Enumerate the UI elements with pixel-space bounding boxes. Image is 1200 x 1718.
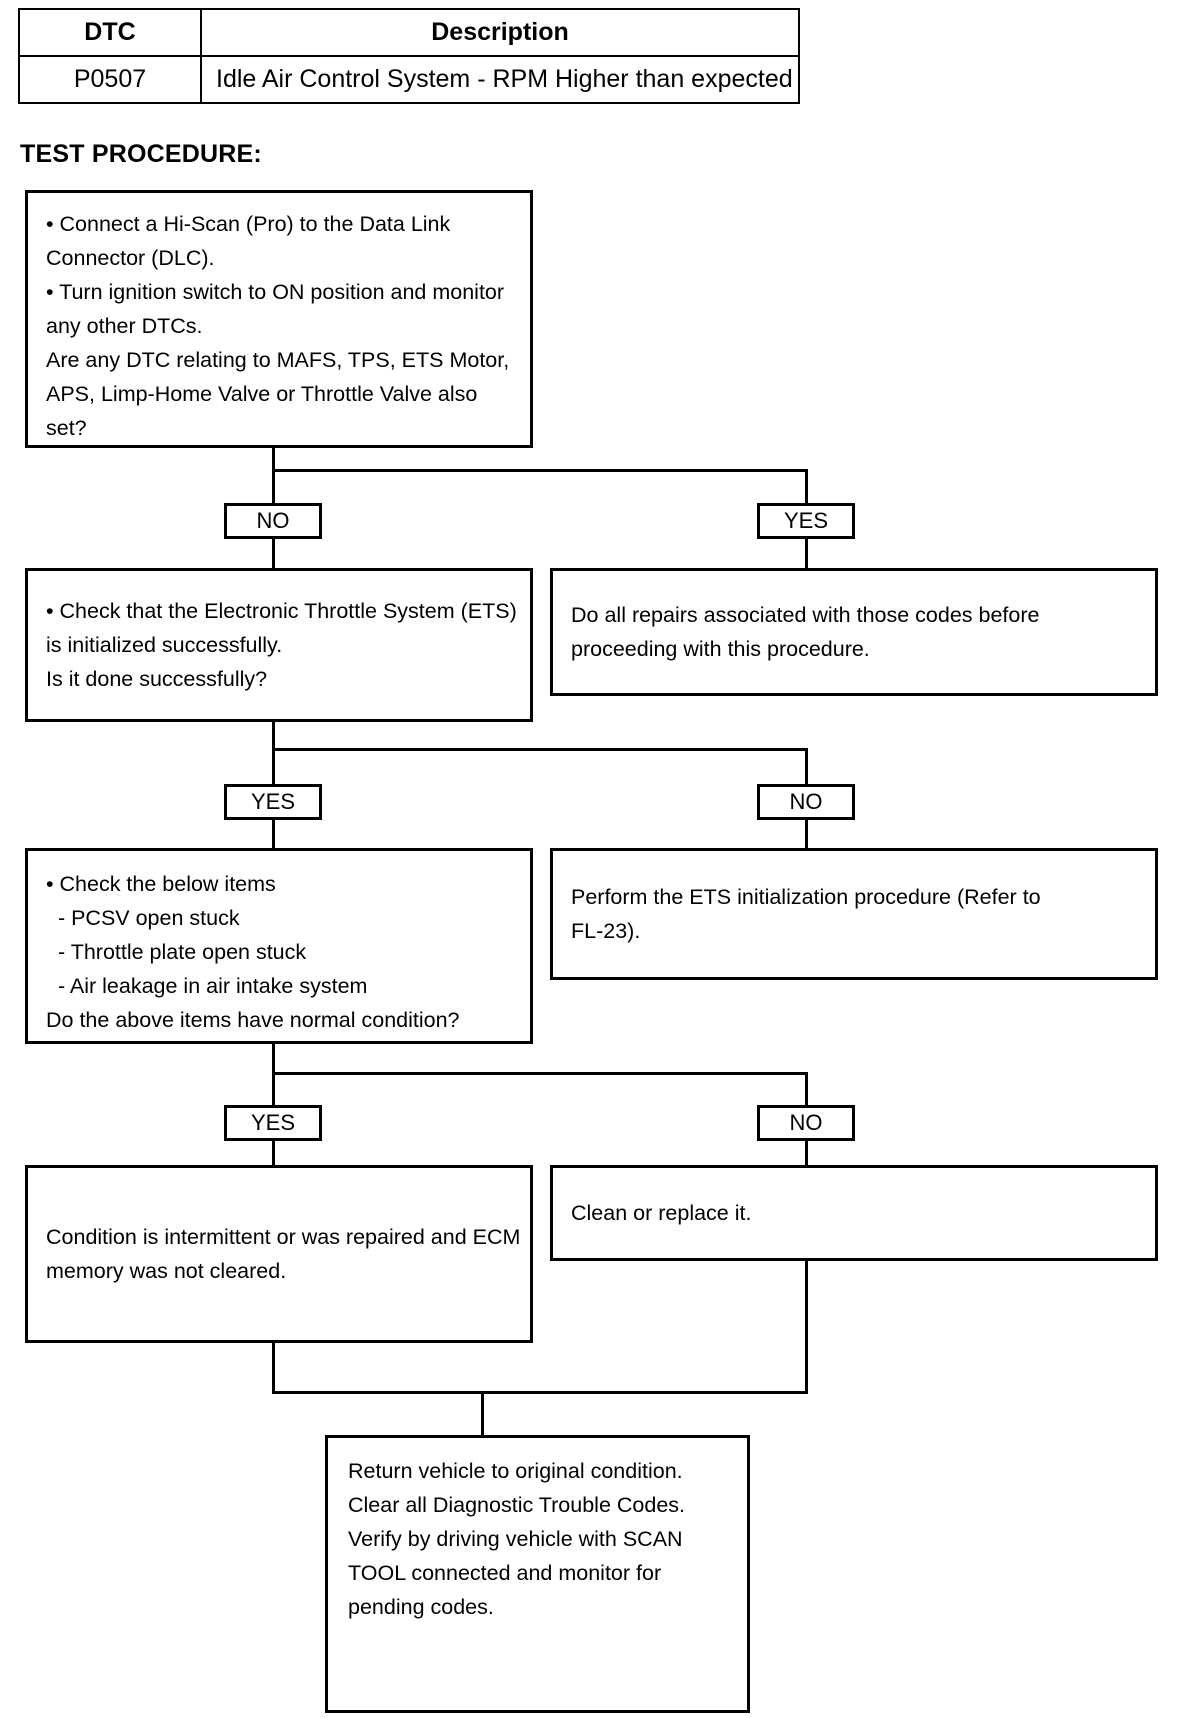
connector-line	[805, 1072, 808, 1106]
flow-line: pending codes.	[348, 1595, 494, 1619]
flow-line: - Throttle plate open stuck	[46, 940, 307, 964]
branch-label-no: NO	[224, 503, 322, 539]
flow-box-ets-initialized-check: • Check that the Electronic Throttle Sys…	[25, 568, 533, 722]
flow-line: • Check that the Electronic Throttle Sys…	[46, 599, 517, 623]
flow-line: FL-23).	[571, 919, 641, 943]
flow-line: TOOL connected and monitor for	[348, 1561, 662, 1585]
connector-line	[805, 748, 808, 784]
page-title: TEST PROCEDURE:	[20, 140, 262, 168]
flow-line: Condition is intermittent or was repaire…	[46, 1225, 521, 1249]
flow-line: Do the above items have normal condition…	[46, 1008, 460, 1032]
header-description: Description	[200, 8, 800, 57]
branch-label-yes: YES	[757, 503, 855, 539]
connector-line	[272, 1141, 275, 1167]
connector-line	[272, 1072, 275, 1106]
flow-line: • Turn ignition switch to ON position an…	[46, 280, 505, 304]
flow-line: Perform the ETS initialization procedure…	[571, 885, 1041, 909]
flow-line: proceeding with this procedure.	[571, 637, 870, 661]
connector-line	[272, 1391, 808, 1394]
connector-line	[272, 748, 808, 751]
flow-line: Are any DTC relating to MAFS, TPS, ETS M…	[46, 348, 510, 372]
flow-line: Is it done successfully?	[46, 667, 268, 691]
connector-line	[272, 448, 275, 472]
connector-line	[805, 1261, 808, 1393]
cell-dtc-description: Idle Air Control System - RPM Higher tha…	[200, 54, 800, 104]
connector-line	[481, 1391, 484, 1437]
flow-box-initial-check: • Connect a Hi-Scan (Pro) to the Data Li…	[25, 190, 533, 448]
flow-line: any other DTCs.	[46, 314, 203, 338]
flow-box-check-below-items: • Check the below items - PCSV open stuc…	[25, 848, 533, 1044]
flow-box-return-vehicle: Return vehicle to original condition. Cl…	[325, 1435, 750, 1713]
connector-line	[272, 1072, 808, 1075]
connector-line	[272, 469, 275, 505]
branch-label-no: NO	[757, 784, 855, 820]
flow-line: Clear all Diagnostic Trouble Codes.	[348, 1493, 685, 1517]
branch-label-no: NO	[757, 1105, 855, 1141]
flow-line: Do all repairs associated with those cod…	[571, 603, 1040, 627]
connector-line	[805, 539, 808, 571]
connector-line	[805, 1141, 808, 1167]
dtc-table: DTC Description P0507 Idle Air Control S…	[18, 8, 800, 104]
flow-line: Verify by driving vehicle with SCAN	[348, 1527, 683, 1551]
flow-line: APS, Limp-Home Valve or Throttle Valve a…	[46, 382, 478, 406]
flow-box-condition-intermittent: Condition is intermittent or was repaire…	[25, 1165, 533, 1343]
connector-line	[272, 722, 275, 750]
connector-line	[272, 820, 275, 850]
connector-line	[805, 820, 808, 850]
table-row: P0507 Idle Air Control System - RPM High…	[18, 54, 800, 104]
connector-line	[805, 469, 808, 505]
table-header-row: DTC Description	[18, 8, 800, 57]
flow-box-do-repairs: Do all repairs associated with those cod…	[550, 568, 1158, 696]
flow-line: set?	[46, 416, 87, 440]
flow-line: memory was not cleared.	[46, 1259, 287, 1283]
branch-label-yes: YES	[224, 1105, 322, 1141]
flow-line: • Check the below items	[46, 872, 276, 896]
connector-line	[272, 539, 275, 571]
flow-line: Connector (DLC).	[46, 246, 215, 270]
connector-line	[272, 748, 275, 784]
connector-line	[272, 1044, 275, 1074]
flow-box-clean-or-replace: Clean or replace it.	[550, 1165, 1158, 1261]
flow-line: is initialized successfully.	[46, 633, 283, 657]
flow-line: - Air leakage in air intake system	[46, 974, 368, 998]
branch-label-yes: YES	[224, 784, 322, 820]
flow-line: • Connect a Hi-Scan (Pro) to the Data Li…	[46, 212, 451, 236]
connector-line	[272, 1343, 275, 1393]
flow-line: Clean or replace it.	[571, 1201, 752, 1225]
flow-line: - PCSV open stuck	[46, 906, 240, 930]
cell-dtc-code: P0507	[18, 54, 202, 104]
flow-line: Return vehicle to original condition.	[348, 1459, 683, 1483]
flow-box-perform-ets-init: Perform the ETS initialization procedure…	[550, 848, 1158, 980]
header-dtc: DTC	[18, 8, 202, 57]
connector-line	[272, 469, 808, 472]
